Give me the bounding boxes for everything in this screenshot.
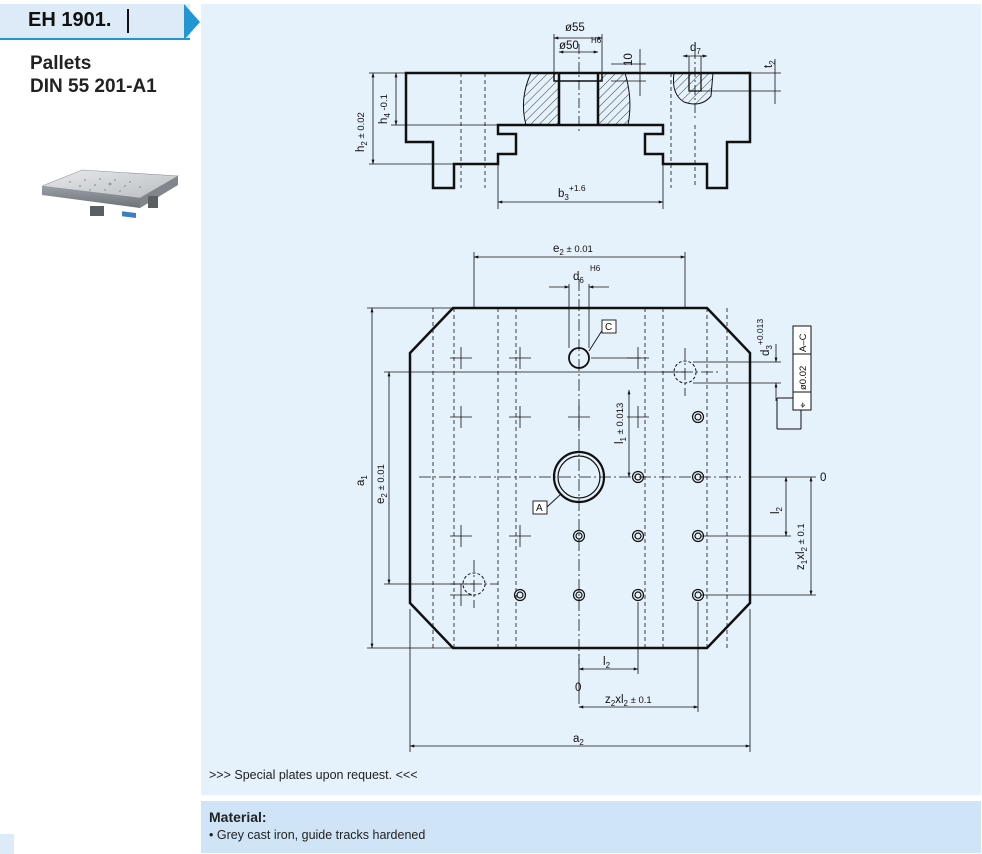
corner-marker: [0, 834, 14, 854]
dim-d3: d3+0.013: [755, 319, 774, 356]
fcf-datums: A–C: [798, 333, 809, 352]
material-item-text: Grey cast iron, guide tracks hardened: [216, 828, 426, 842]
text-cursor: [127, 9, 129, 33]
section-view: [369, 34, 781, 209]
dimension-labels: ø55 ø50 H6 10 d7 t2 h2 ± 0.02 h4 -0.1 b3…: [355, 22, 826, 747]
plan-view: [367, 252, 816, 752]
dim-h2: h2 ± 0.02: [355, 112, 369, 152]
dim-z2: z2xl2 ± 0.1: [605, 694, 652, 708]
dim-b3: b3+1.6: [558, 183, 586, 202]
product-title: Pallets DIN 55 201-A1: [30, 52, 157, 98]
dim-l2-right: l2: [770, 506, 784, 514]
pallet-product-image: [41, 169, 180, 219]
drawing-panel: ø55 ø50 H6 10 d7 t2 h2 ± 0.02 h4 -0.1 b3…: [201, 4, 981, 795]
product-title-line2: DIN 55 201-A1: [30, 76, 157, 97]
material-item: • Grey cast iron, guide tracks hardened: [209, 828, 425, 842]
product-title-line1: Pallets: [30, 53, 92, 74]
special-plates-note: >>> Special plates upon request. <<<: [209, 768, 418, 782]
bullet-icon: •: [209, 828, 214, 842]
threaded-holes: [513, 410, 705, 602]
datum-c-label: C: [605, 322, 612, 333]
dim-a1: a1: [355, 475, 369, 486]
dim-h6-a: H6: [591, 36, 602, 45]
dim-10: 10: [623, 53, 635, 66]
tab-arrow-icon: [184, 4, 200, 40]
material-title: Material:: [209, 809, 267, 825]
product-code-tab[interactable]: [0, 4, 190, 40]
technical-drawing: ø55 ø50 H6 10 d7 t2 h2 ± 0.02 h4 -0.1 b3…: [355, 22, 826, 752]
origin-zero-bottom: 0: [575, 682, 581, 694]
origin-zero-right: 0: [820, 472, 826, 484]
sidebar: EH 1901. Pallets DIN 55 201-A1: [0, 0, 200, 854]
dim-t2: t2: [763, 60, 777, 68]
dim-z1: z1xl2 ± 0.1: [795, 523, 809, 570]
dim-d7: d7: [690, 42, 701, 56]
product-code: EH 1901.: [28, 9, 112, 31]
fcf-tolerance: ø0.02: [798, 366, 809, 390]
dim-d50: ø50: [559, 40, 579, 52]
fcf-symbol: ⌖: [798, 402, 809, 408]
dim-a2: a2: [573, 733, 584, 747]
dim-h6-b: H6: [590, 264, 601, 273]
dim-l2-bottom: l2: [603, 656, 611, 670]
dim-d55: ø55: [565, 22, 585, 34]
feature-control-frame: [776, 325, 812, 430]
dim-h4: h4 -0.1: [378, 94, 392, 124]
dim-e2: e2 ± 0.01: [553, 243, 593, 257]
dim-d6: d6: [573, 271, 584, 285]
dim-l1: l1 ± 0.013: [614, 403, 628, 444]
dim-e2-vertical: e2 ± 0.01: [375, 464, 389, 504]
material-panel: Material: • Grey cast iron, guide tracks…: [201, 801, 981, 853]
datum-a-label: A: [536, 503, 543, 514]
